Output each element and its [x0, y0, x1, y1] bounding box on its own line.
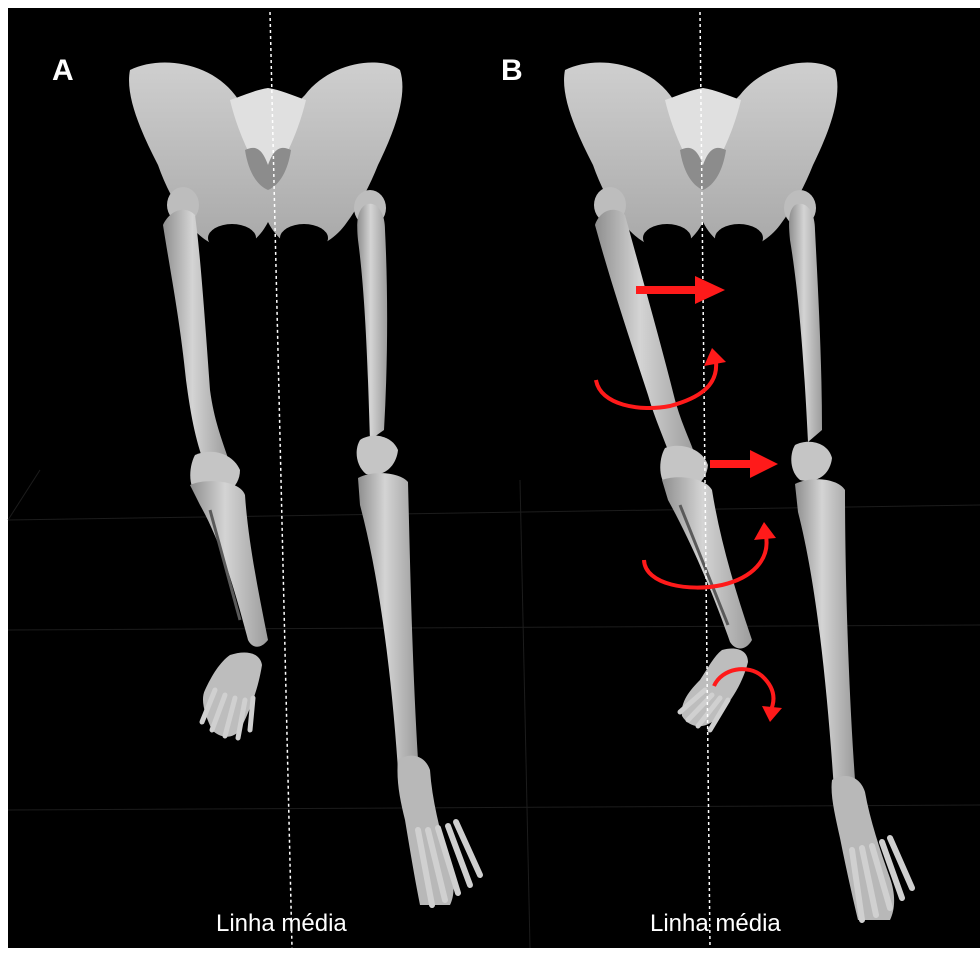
panel-label-b: B	[501, 54, 523, 88]
midline-label-a: Linha média	[216, 910, 347, 938]
midline-label-b: Linha média	[650, 910, 781, 938]
panel-label-a: A	[52, 54, 74, 88]
